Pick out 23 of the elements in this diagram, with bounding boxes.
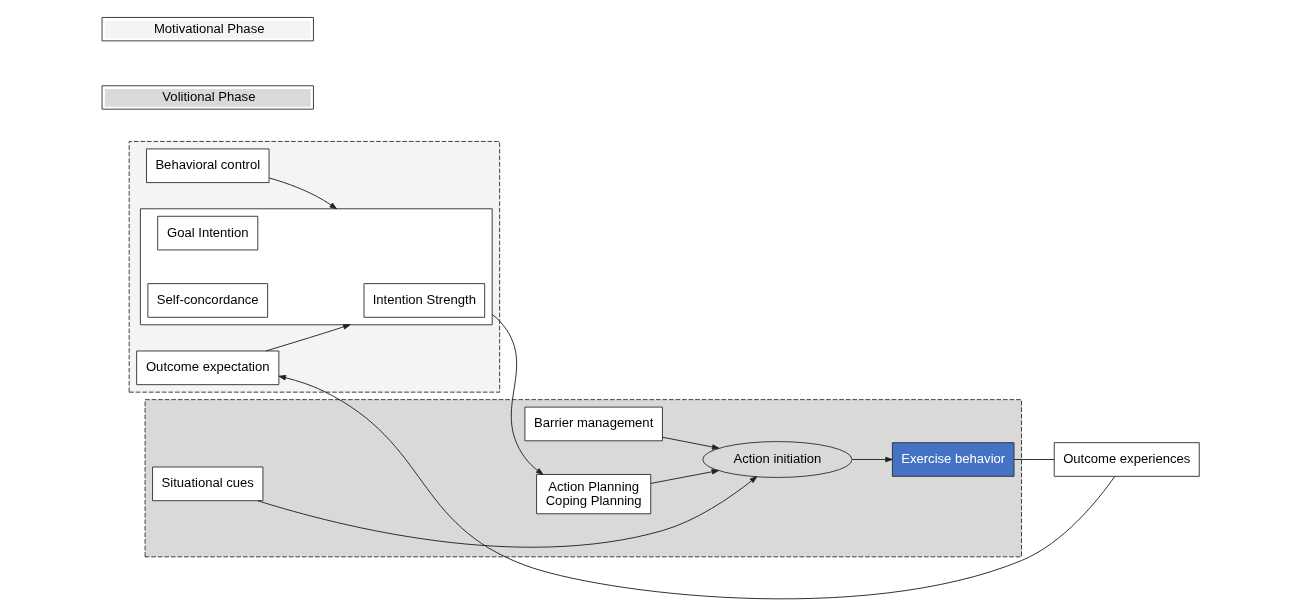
connector <box>1013 459 1054 460</box>
node-box: Intention Strength <box>363 283 485 318</box>
arrow <box>268 177 337 210</box>
node-box: Barrier management <box>523 406 663 442</box>
arrow <box>851 456 893 463</box>
cluster <box>139 208 493 326</box>
arrow <box>278 375 1115 600</box>
node-box: Outcome experiences <box>1053 442 1200 477</box>
node-box: Goal Intention <box>156 215 258 251</box>
node-box: Action Planning Coping Planning <box>535 474 651 515</box>
node-box: Exercise behavior <box>891 442 1014 477</box>
node-box: Behavioral control <box>145 148 269 184</box>
node-box: Situational cues <box>151 466 263 502</box>
arrow <box>264 324 351 352</box>
legend-label: Motivational Phase <box>153 21 264 37</box>
legend-label: Volitional Phase <box>161 89 255 105</box>
node-box: Self-concordance <box>146 283 268 318</box>
arrow <box>661 436 719 450</box>
cluster <box>128 140 500 393</box>
arrow <box>649 469 719 484</box>
node-box: Outcome expectation <box>135 350 279 386</box>
cluster <box>144 399 1022 558</box>
arrow <box>491 314 543 475</box>
